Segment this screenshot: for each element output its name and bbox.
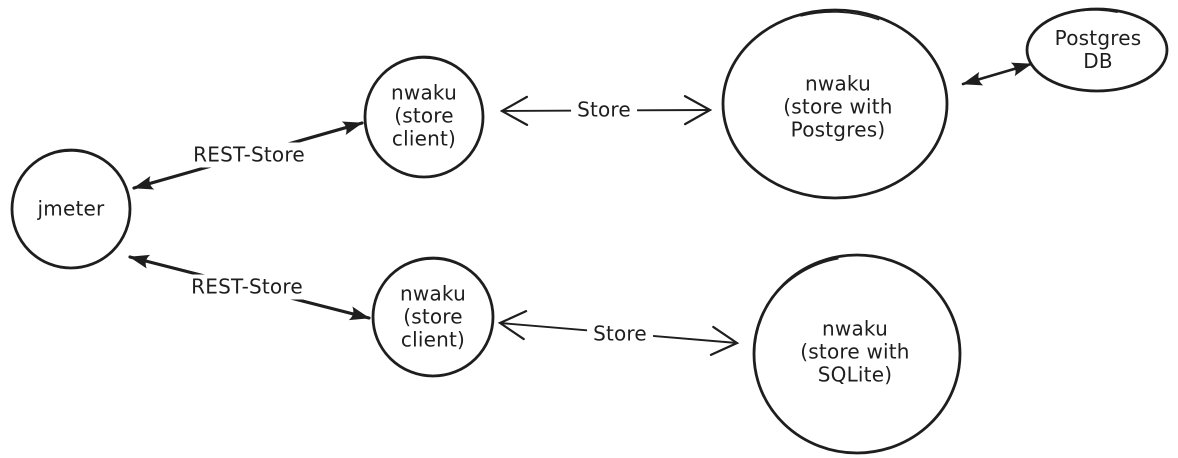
node-postgres-db-label: Postgres DB — [1054, 26, 1142, 73]
node-store-client-bottom-label: nwaku (store client) — [400, 281, 466, 352]
edge-store-top-label: Store — [571, 97, 637, 123]
node-jmeter-label: jmeter — [37, 196, 105, 221]
edge-rest-store-top-label: REST-Store — [187, 142, 311, 168]
node-store-sqlite-label: nwaku (store with SQLite) — [800, 316, 910, 387]
edge-store-bottom-label: Store — [587, 321, 653, 347]
node-store-client-bottom — [371, 256, 495, 378]
node-store-client-top — [363, 55, 485, 179]
diagram-nodes — [10, 7, 1169, 455]
node-postgres-db — [1025, 7, 1169, 93]
node-store-postgres-label: nwaku (store with Postgres) — [783, 71, 893, 142]
node-store-postgres — [721, 8, 949, 200]
node-store-client-top-label: nwaku (store client) — [391, 80, 457, 151]
node-store-sqlite — [752, 253, 962, 455]
node-jmeter — [10, 148, 132, 270]
edge-db-link — [961, 62, 1033, 86]
edge-rest-store-bottom-label: REST-Store — [185, 274, 309, 300]
